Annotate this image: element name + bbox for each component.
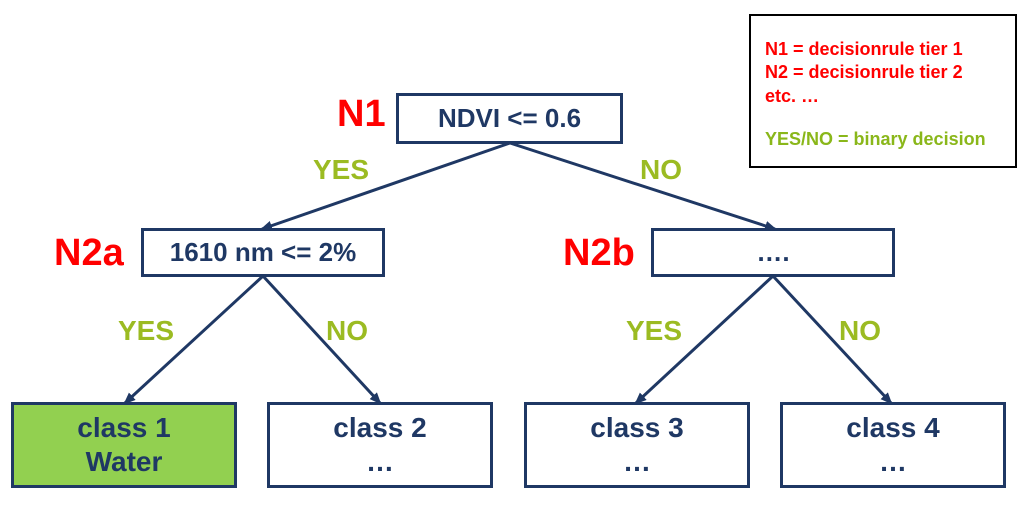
edge-n2b-no [771, 274, 893, 405]
leaf-class-4: class 4 … [780, 402, 1006, 488]
node-id-n2b: N2b [563, 232, 635, 274]
edge-n1-no [509, 141, 777, 231]
edge-label-n1-yes: YES [313, 154, 370, 185]
decision-node-n2b-text: …. [756, 236, 790, 267]
legend-line-etc: etc. … [765, 85, 820, 106]
leaf-class-2: class 2 … [267, 402, 493, 488]
edge-label-n2b-yes: YES [626, 315, 683, 346]
leaf-class-3: class 3 … [524, 402, 750, 488]
edge-n1-yes [260, 141, 511, 231]
edge-label-n1-no: NO [640, 154, 682, 185]
edge-label-n2a-no: NO [326, 315, 368, 346]
legend-box: N1 = decisionrule tier 1 N2 = decisionru… [749, 14, 1017, 168]
decision-node-n2b: …. [651, 228, 895, 277]
leaf-class-3-name: class 3 [590, 412, 684, 444]
legend-line-yes-no: YES/NO = binary decision [765, 129, 986, 150]
node-id-n2a: N2a [54, 232, 124, 274]
leaf-class-3-detail: … [623, 446, 651, 477]
edge-label-n2a-yes: YES [118, 315, 175, 346]
legend-line-n1: N1 = decisionrule tier 1 [765, 39, 963, 59]
edge-n2a-no [261, 274, 382, 405]
decision-node-n1-text: NDVI <= 0.6 [437, 102, 582, 133]
leaf-class-1: class 1 Water [11, 402, 237, 488]
legend-line-n2: N2 = decisionrule tier 2 [765, 62, 963, 83]
decision-node-n2a-text: 1610 nm <= 2% [169, 236, 357, 267]
decision-node-n2a: 1610 nm <= 2% [141, 228, 385, 277]
leaf-class-4-detail: … [879, 446, 907, 477]
edge-n2b-yes [634, 274, 775, 405]
leaf-class-1-name: class 1 [77, 412, 171, 444]
leaf-class-2-name: class 2 [333, 412, 427, 444]
edge-n2a-yes [123, 274, 265, 405]
leaf-class-4-name: class 4 [846, 412, 940, 444]
node-id-n1: N1 [337, 93, 386, 135]
edge-label-n2b-no: NO [839, 315, 881, 346]
leaf-class-2-detail: … [366, 446, 394, 477]
decision-node-n1: NDVI <= 0.6 [396, 93, 623, 144]
leaf-class-1-detail: Water [85, 446, 163, 477]
